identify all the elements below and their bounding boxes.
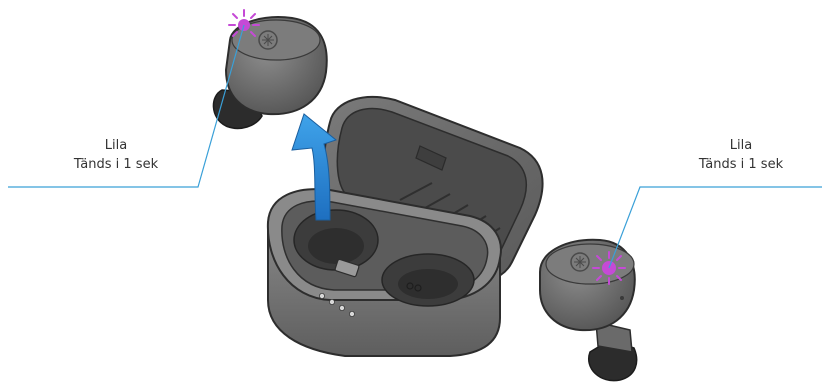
left-callout: Lila Tänds i 1 sek (56, 136, 176, 174)
right-timing-label: Tänds i 1 sek (698, 157, 784, 172)
earbud-left-icon (212, 16, 328, 130)
earbud-right-icon (539, 238, 638, 382)
right-callout: Lila Tänds i 1 sek (681, 136, 801, 174)
right-color-label: Lila (729, 138, 753, 153)
left-leader-line (8, 24, 245, 188)
lift-arrow-icon (291, 113, 338, 221)
left-timing-label: Tänds i 1 sek (73, 157, 159, 172)
right-leader-line (608, 186, 822, 269)
left-color-label: Lila (104, 138, 128, 153)
